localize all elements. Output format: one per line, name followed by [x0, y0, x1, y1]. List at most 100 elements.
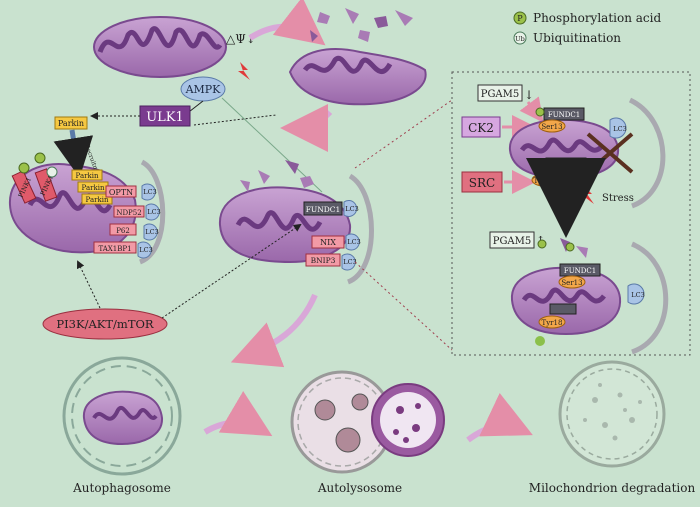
svg-text:Tyr18: Tyr18 [534, 177, 555, 185]
svg-text:LC3: LC3 [345, 205, 358, 213]
p62-receptor: P62 [109, 223, 137, 236]
svg-text:NIX: NIX [320, 238, 336, 247]
optn-receptor: OPTN [105, 185, 137, 198]
svg-text:LC3: LC3 [631, 291, 644, 299]
tyr18-a: Tyr18 [531, 173, 557, 187]
pgam5-down-arrow: ↓ [524, 88, 534, 102]
svg-text:Parkin: Parkin [86, 196, 109, 204]
svg-text:PI3K/AKT/mTOR: PI3K/AKT/mTOR [56, 317, 154, 331]
svg-text:Ser13: Ser13 [541, 123, 562, 131]
pathway-to-left-arrow [76, 260, 101, 309]
legend-ubi-label: Ubiquitination [533, 31, 621, 45]
svg-text:P62: P62 [116, 227, 130, 235]
ulk1-to-fragment-line [193, 114, 277, 126]
recruitment-arrow [53, 129, 94, 178]
legend-phospho-label: Phosphorylation acid [533, 11, 661, 25]
src-node: SRC [461, 171, 503, 193]
tax1bp1-receptor: TAX1BP1 [93, 241, 137, 254]
arrow-to-autophagosome [230, 293, 318, 368]
svg-text:LC3: LC3 [139, 246, 152, 254]
fundc1-tail [549, 303, 577, 315]
svg-text:Ser13: Ser13 [561, 279, 582, 287]
autophagosome [62, 356, 182, 476]
pgam5-detail-box [451, 71, 691, 356]
svg-text:SRC: SRC [469, 176, 495, 190]
lc3-center-3: LC3 [341, 253, 357, 271]
svg-text:LC3: LC3 [347, 238, 360, 246]
lc3-center-2: LC3 [345, 233, 361, 251]
phospho-icon [537, 239, 547, 249]
svg-text:LC3: LC3 [147, 208, 160, 216]
ubiquitin-icon [46, 166, 58, 178]
phagophore-right-bottom [630, 241, 669, 355]
degradation [558, 360, 666, 468]
svg-text:LC3: LC3 [143, 188, 156, 196]
healthy-mitochondrion [93, 16, 227, 78]
phospho-icon [34, 152, 46, 164]
phagophore-center [346, 173, 374, 285]
svg-text:BNIP3: BNIP3 [311, 256, 336, 265]
parkin-recruit: Parkin [54, 116, 88, 130]
zoom-line-bottom [354, 261, 453, 351]
ampk-to-center-line [221, 97, 323, 193]
nix-receptor: NIX [311, 235, 345, 249]
tyr18-b: Tyr18 [538, 315, 566, 329]
fundc1-a: FUNDC1 [543, 107, 585, 121]
phospho-legend-icon [513, 11, 527, 25]
svg-text:TAX1BP1: TAX1BP1 [98, 245, 131, 253]
fundc1-c: FUNDC1 [559, 263, 601, 277]
svg-text:Ub: Ub [515, 35, 525, 43]
fundc1-b: FUNDC1 [545, 157, 587, 171]
svg-text:OPTN: OPTN [109, 188, 133, 197]
arrow-to-autolysosome [203, 391, 273, 437]
ubiquitin-legend-icon [513, 31, 527, 45]
zoom-line-top [354, 99, 453, 169]
svg-text:Parkin: Parkin [58, 119, 84, 128]
phospho-icon [532, 165, 542, 175]
parkin-stack: Parkin Parkin Parkin [71, 169, 113, 205]
lc3-left-3: LC3 [143, 223, 159, 241]
phospho-icon [535, 107, 545, 117]
pink1-a: PINK1 [11, 170, 37, 204]
phospho-icon [18, 162, 30, 174]
svg-text:LC3: LC3 [613, 125, 626, 133]
svg-text:Tyr18: Tyr18 [542, 319, 563, 327]
svg-text:PGAM5: PGAM5 [493, 236, 532, 247]
svg-text:ULK1: ULK1 [146, 110, 184, 125]
lc3-right-a: LC3 [609, 117, 627, 139]
svg-text:Parkin: Parkin [76, 172, 99, 180]
dephospho-icon [535, 336, 545, 346]
arrow-top-right [248, 0, 326, 46]
membrane-potential-drop: △Ψ↓ [226, 32, 256, 46]
arrow-to-degradation [466, 392, 533, 443]
bnip3-receptor: BNIP3 [305, 253, 341, 267]
ser13-a: Ser13 [538, 119, 566, 133]
lc3-left-1: LC3 [141, 183, 157, 201]
stress-bolt-icon [238, 62, 250, 80]
right-bottom-mitochondrion [510, 238, 622, 336]
lc3-left-4: LC3 [137, 241, 153, 259]
ck2-node: CK2 [461, 116, 501, 138]
autolysosome-label: Autolysosome [317, 481, 402, 495]
phagophore-right-top [628, 97, 666, 209]
ndp52-receptor: NDP52 [113, 205, 145, 218]
fragmenting-mitochondrion [288, 8, 427, 106]
pink1-b: PINK1 [34, 168, 58, 202]
legend: P Phosphorylation acid Ub Ubiquitination [513, 11, 661, 45]
ampk-node: AMPK [180, 76, 226, 102]
pgam5-top-node: PGAM5 [477, 84, 523, 102]
svg-text:CK2: CK2 [468, 121, 494, 135]
svg-text:LC3: LC3 [343, 258, 356, 266]
degradation-label: Milochondrion degradation [529, 481, 696, 495]
arrow-to-center [280, 103, 333, 152]
svg-text:PGAM5: PGAM5 [481, 89, 520, 100]
phospho-icon [565, 242, 575, 252]
ulk1-node: ULK1 [139, 105, 191, 127]
autolysosome [290, 370, 445, 474]
lc3-left-2: LC3 [145, 203, 161, 221]
lc3-center-1: LC3 [343, 200, 359, 217]
svg-text:FUNDC1: FUNDC1 [550, 161, 582, 169]
svg-text:FUNDC1: FUNDC1 [548, 111, 580, 119]
